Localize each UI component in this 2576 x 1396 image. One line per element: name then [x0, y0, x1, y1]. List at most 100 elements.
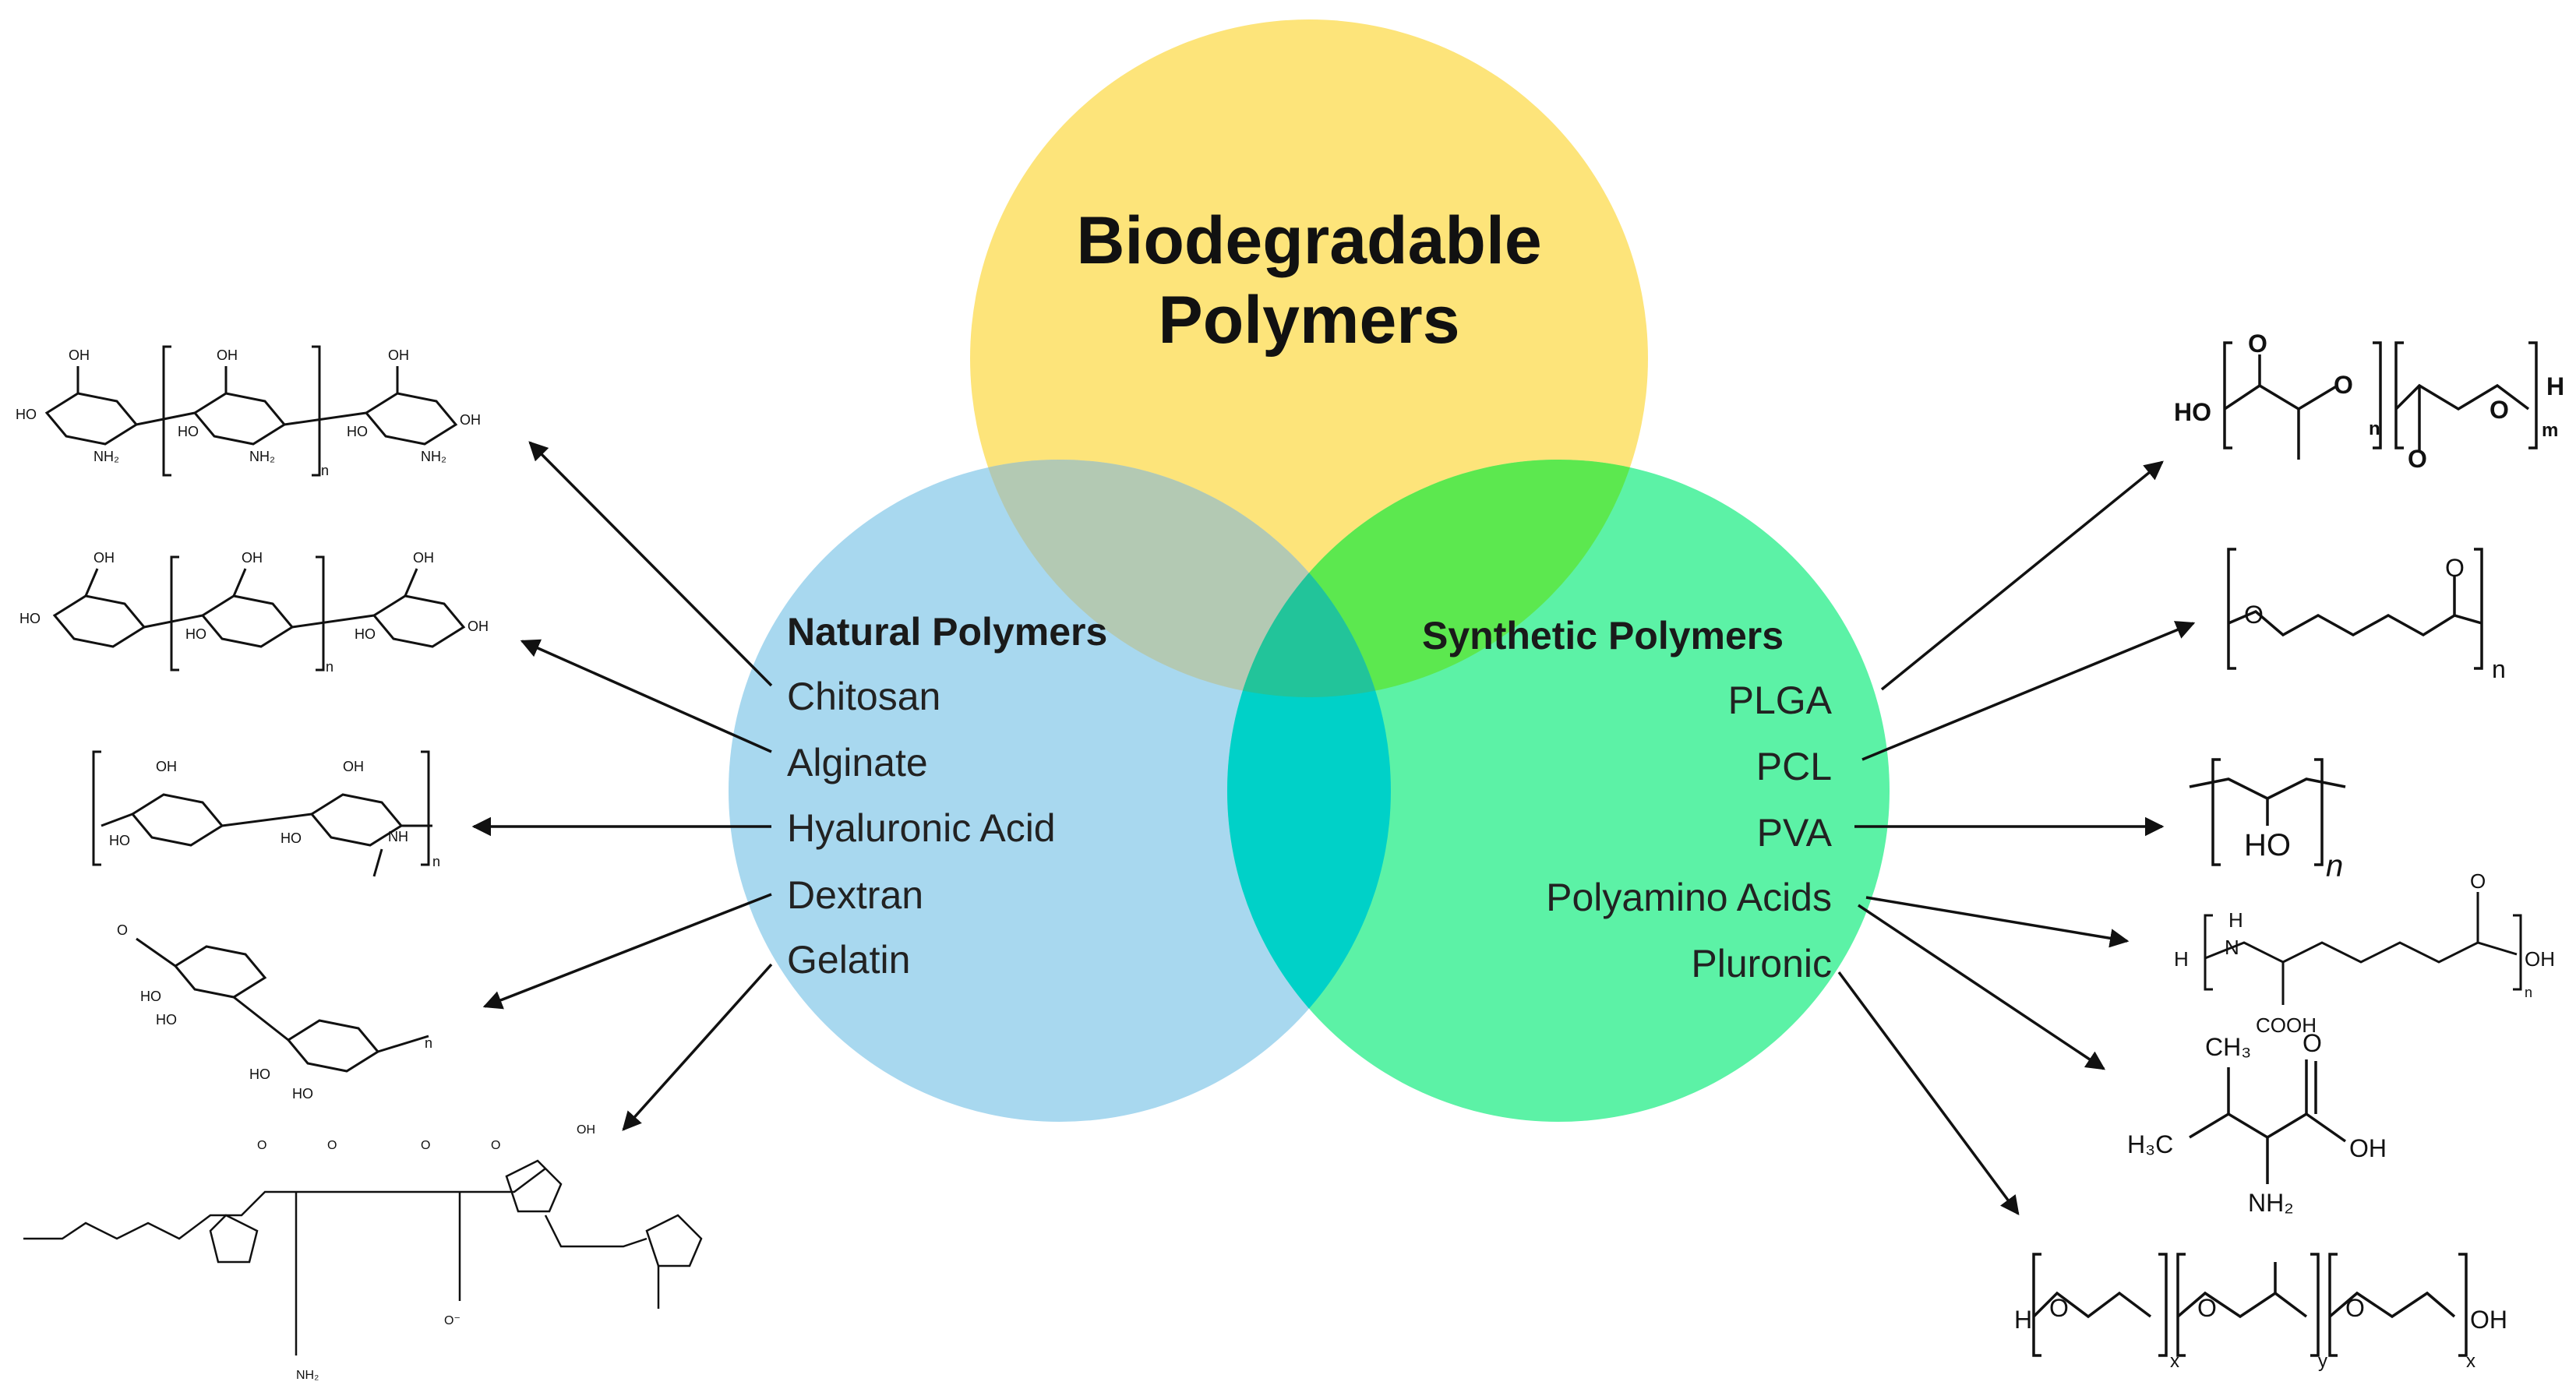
svg-text:HO: HO — [178, 424, 199, 439]
svg-text:HO: HO — [109, 833, 130, 848]
svg-text:H: H — [2228, 908, 2243, 932]
svg-text:HO: HO — [2174, 398, 2211, 426]
hyaluronic-structure — [92, 750, 432, 877]
natural-item-gelatin: Gelatin — [787, 938, 911, 982]
svg-text:O: O — [2445, 554, 2465, 582]
synthetic-polymers-heading: Synthetic Polymers — [1422, 614, 1784, 657]
synthetic-item-pluronic: Pluronic — [1691, 942, 1832, 985]
svg-text:OH: OH — [343, 759, 364, 774]
svg-text:HO: HO — [355, 626, 376, 642]
arrow-gelatin — [622, 963, 773, 1131]
svg-text:O: O — [117, 922, 128, 938]
synthetic-arrows — [1837, 460, 2196, 1215]
alginate-structure — [52, 555, 466, 672]
valine-labels: CH₃ H₃C NH₂ OH O — [2127, 1029, 2387, 1217]
natural-arrows — [471, 441, 773, 1131]
svg-text:OH: OH — [2525, 947, 2555, 971]
arrow-alginate — [520, 639, 772, 753]
svg-text:n: n — [321, 463, 329, 478]
svg-text:HO: HO — [292, 1086, 313, 1102]
svg-text:O: O — [2244, 601, 2264, 629]
svg-text:HO: HO — [16, 407, 37, 422]
arrow-plga — [1880, 460, 2164, 691]
synthetic-item-pcl: PCL — [1756, 745, 1832, 788]
svg-text:O: O — [2248, 330, 2267, 358]
svg-text:H₃C: H₃C — [2127, 1130, 2173, 1158]
svg-text:n: n — [2369, 418, 2380, 439]
svg-text:HO: HO — [249, 1066, 270, 1082]
svg-text:H: H — [2546, 372, 2564, 400]
svg-text:n: n — [326, 659, 333, 675]
top-right-overlap — [1227, 460, 1648, 697]
plga-structure — [2223, 341, 2538, 460]
svg-text:HO: HO — [2244, 828, 2291, 862]
title-line-1: Biodegradable — [1076, 203, 1542, 278]
chitosan-structure — [44, 345, 458, 477]
svg-text:OH: OH — [388, 347, 409, 363]
natural-polymers-heading: Natural Polymers — [787, 610, 1108, 654]
svg-text:OH: OH — [94, 550, 115, 566]
natural-item-hyaluronic-acid: Hyaluronic Acid — [787, 806, 1056, 850]
svg-text:HO: HO — [140, 989, 161, 1004]
svg-text:O: O — [327, 1139, 337, 1152]
svg-text:HO: HO — [19, 611, 41, 626]
synthetic-item-pva: PVA — [1756, 811, 1832, 855]
svg-text:O⁻: O⁻ — [444, 1314, 461, 1327]
arrow-chitosan — [528, 441, 773, 687]
svg-text:O: O — [2049, 1294, 2069, 1322]
dextran-labels: O HO HO HO HO n — [117, 922, 432, 1102]
svg-text:y: y — [2318, 1351, 2327, 1372]
arrow-pluronic — [1837, 971, 2020, 1215]
synthetic-item-plga: PLGA — [1727, 679, 1832, 722]
natural-item-chitosan: Chitosan — [787, 675, 941, 718]
svg-text:O: O — [257, 1139, 266, 1152]
dextran-structure — [136, 937, 429, 1073]
svg-text:OH: OH — [69, 347, 90, 363]
svg-text:H: H — [2014, 1306, 2032, 1334]
gelatin-structure — [23, 1159, 703, 1355]
svg-text:O: O — [2345, 1294, 2365, 1322]
svg-text:x: x — [2170, 1351, 2179, 1372]
pluronic-labels: H O x O y O x OH — [2014, 1294, 2507, 1372]
svg-text:HO: HO — [156, 1012, 177, 1028]
svg-text:HO: HO — [281, 830, 302, 846]
svg-text:OH: OH — [156, 759, 177, 774]
natural-item-dextran: Dextran — [787, 873, 924, 917]
svg-text:n: n — [432, 854, 440, 869]
svg-text:NH₂: NH₂ — [421, 449, 446, 464]
diagram-title: Biodegradable Polymers — [1036, 201, 1582, 360]
svg-text:O: O — [2490, 396, 2509, 424]
svg-text:HO: HO — [185, 626, 206, 642]
svg-text:O: O — [2303, 1029, 2322, 1057]
polyamino-acid-labels: H H N COOH O OH n — [2174, 869, 2555, 1037]
pcl-structure — [2227, 548, 2483, 670]
svg-text:n: n — [2525, 985, 2532, 1000]
pva-structure — [2189, 758, 2346, 866]
svg-text:COOH: COOH — [2256, 1014, 2317, 1037]
svg-text:NH₂: NH₂ — [296, 1369, 319, 1382]
svg-text:OH: OH — [2349, 1134, 2387, 1162]
svg-text:n: n — [425, 1035, 432, 1051]
svg-text:OH: OH — [242, 550, 263, 566]
hyaluronic-labels: OH OH HO HO NH n — [109, 759, 440, 869]
svg-text:OH: OH — [577, 1123, 595, 1137]
synthetic-item-polyamino-acids: Polyamino Acids — [1546, 876, 1832, 919]
svg-text:n: n — [2326, 849, 2343, 883]
valine-structure — [2189, 1059, 2347, 1184]
top-left-overlap — [970, 460, 1391, 697]
arrow-polyamino-1 — [1865, 896, 2130, 948]
svg-text:HO: HO — [347, 424, 368, 439]
svg-text:n: n — [2492, 655, 2506, 683]
natural-item-alginate: Alginate — [787, 741, 928, 784]
svg-text:NH: NH — [388, 829, 408, 844]
svg-text:NH₂: NH₂ — [249, 449, 275, 464]
svg-text:O: O — [2408, 445, 2427, 473]
svg-text:O: O — [2470, 869, 2486, 893]
polyamino-acid-structure — [2204, 892, 2522, 1005]
arrow-dextran — [482, 893, 772, 1010]
svg-text:N: N — [2225, 936, 2239, 959]
